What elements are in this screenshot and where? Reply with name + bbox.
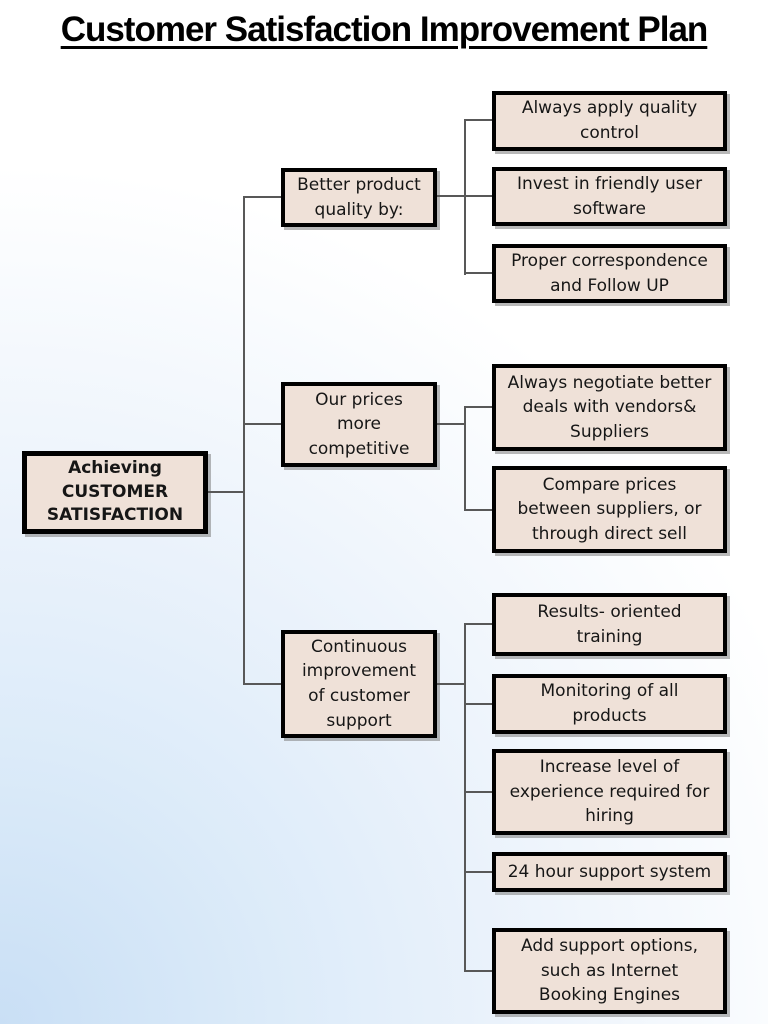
node-leaf-negotiate-vendor-deals: Always negotiate better deals with vendo… [492,364,727,451]
connector-branch1-leaf3 [464,272,492,274]
node-leaf-quality-control: Always apply quality control [492,91,727,151]
node-branch-continuous-improvement-support: Continuous improvement of customer suppo… [281,630,437,738]
connector-branch3-trunk [464,623,466,972]
connector-trunk-to-branch-2 [243,423,281,425]
connector-branch2-trunk [464,406,466,511]
connector-trunk-to-branch-3 [243,683,281,685]
node-leaf-hiring-experience: Increase level of experience required fo… [492,749,727,835]
node-leaf-friendly-user-software: Invest in friendly user software [492,167,727,226]
node-root-achieving-customer-satisfaction: Achieving CUSTOMER SATISFACTION [22,451,208,534]
connector-branch2-leaf2 [464,509,492,511]
node-leaf-24-hour-support: 24 hour support system [492,852,727,892]
connector-branch2-stem [437,423,465,425]
node-branch-better-product-quality: Better product quality by: [281,168,437,227]
node-leaf-monitoring-products: Monitoring of all products [492,674,727,734]
connector-branch2-leaf1 [464,406,492,408]
node-leaf-internet-booking-engines: Add support options, such as Internet Bo… [492,928,727,1014]
connector-branch3-stem [437,683,465,685]
connector-branch3-leaf3 [464,791,492,793]
connector-trunk-to-branch-1 [243,196,281,198]
connector-branch3-leaf2 [464,703,492,705]
connector-branch3-leaf5 [464,970,492,972]
node-leaf-proper-correspondence: Proper correspondence and Follow UP [492,244,727,303]
connector-root-to-trunk [208,491,244,493]
connector-branch1-leaf1 [464,119,492,121]
connector-left-trunk [243,196,245,685]
page-title: Customer Satisfaction Improvement Plan [60,10,709,49]
node-leaf-results-oriented-training: Results- oriented training [492,593,727,656]
connector-branch3-leaf4 [464,871,492,873]
connector-branch1-trunk [464,119,466,275]
connector-branch3-leaf1 [464,623,492,625]
node-branch-prices-more-competitive: Our prices more competitive [281,382,437,467]
node-leaf-compare-prices: Compare prices between suppliers, or thr… [492,466,727,553]
